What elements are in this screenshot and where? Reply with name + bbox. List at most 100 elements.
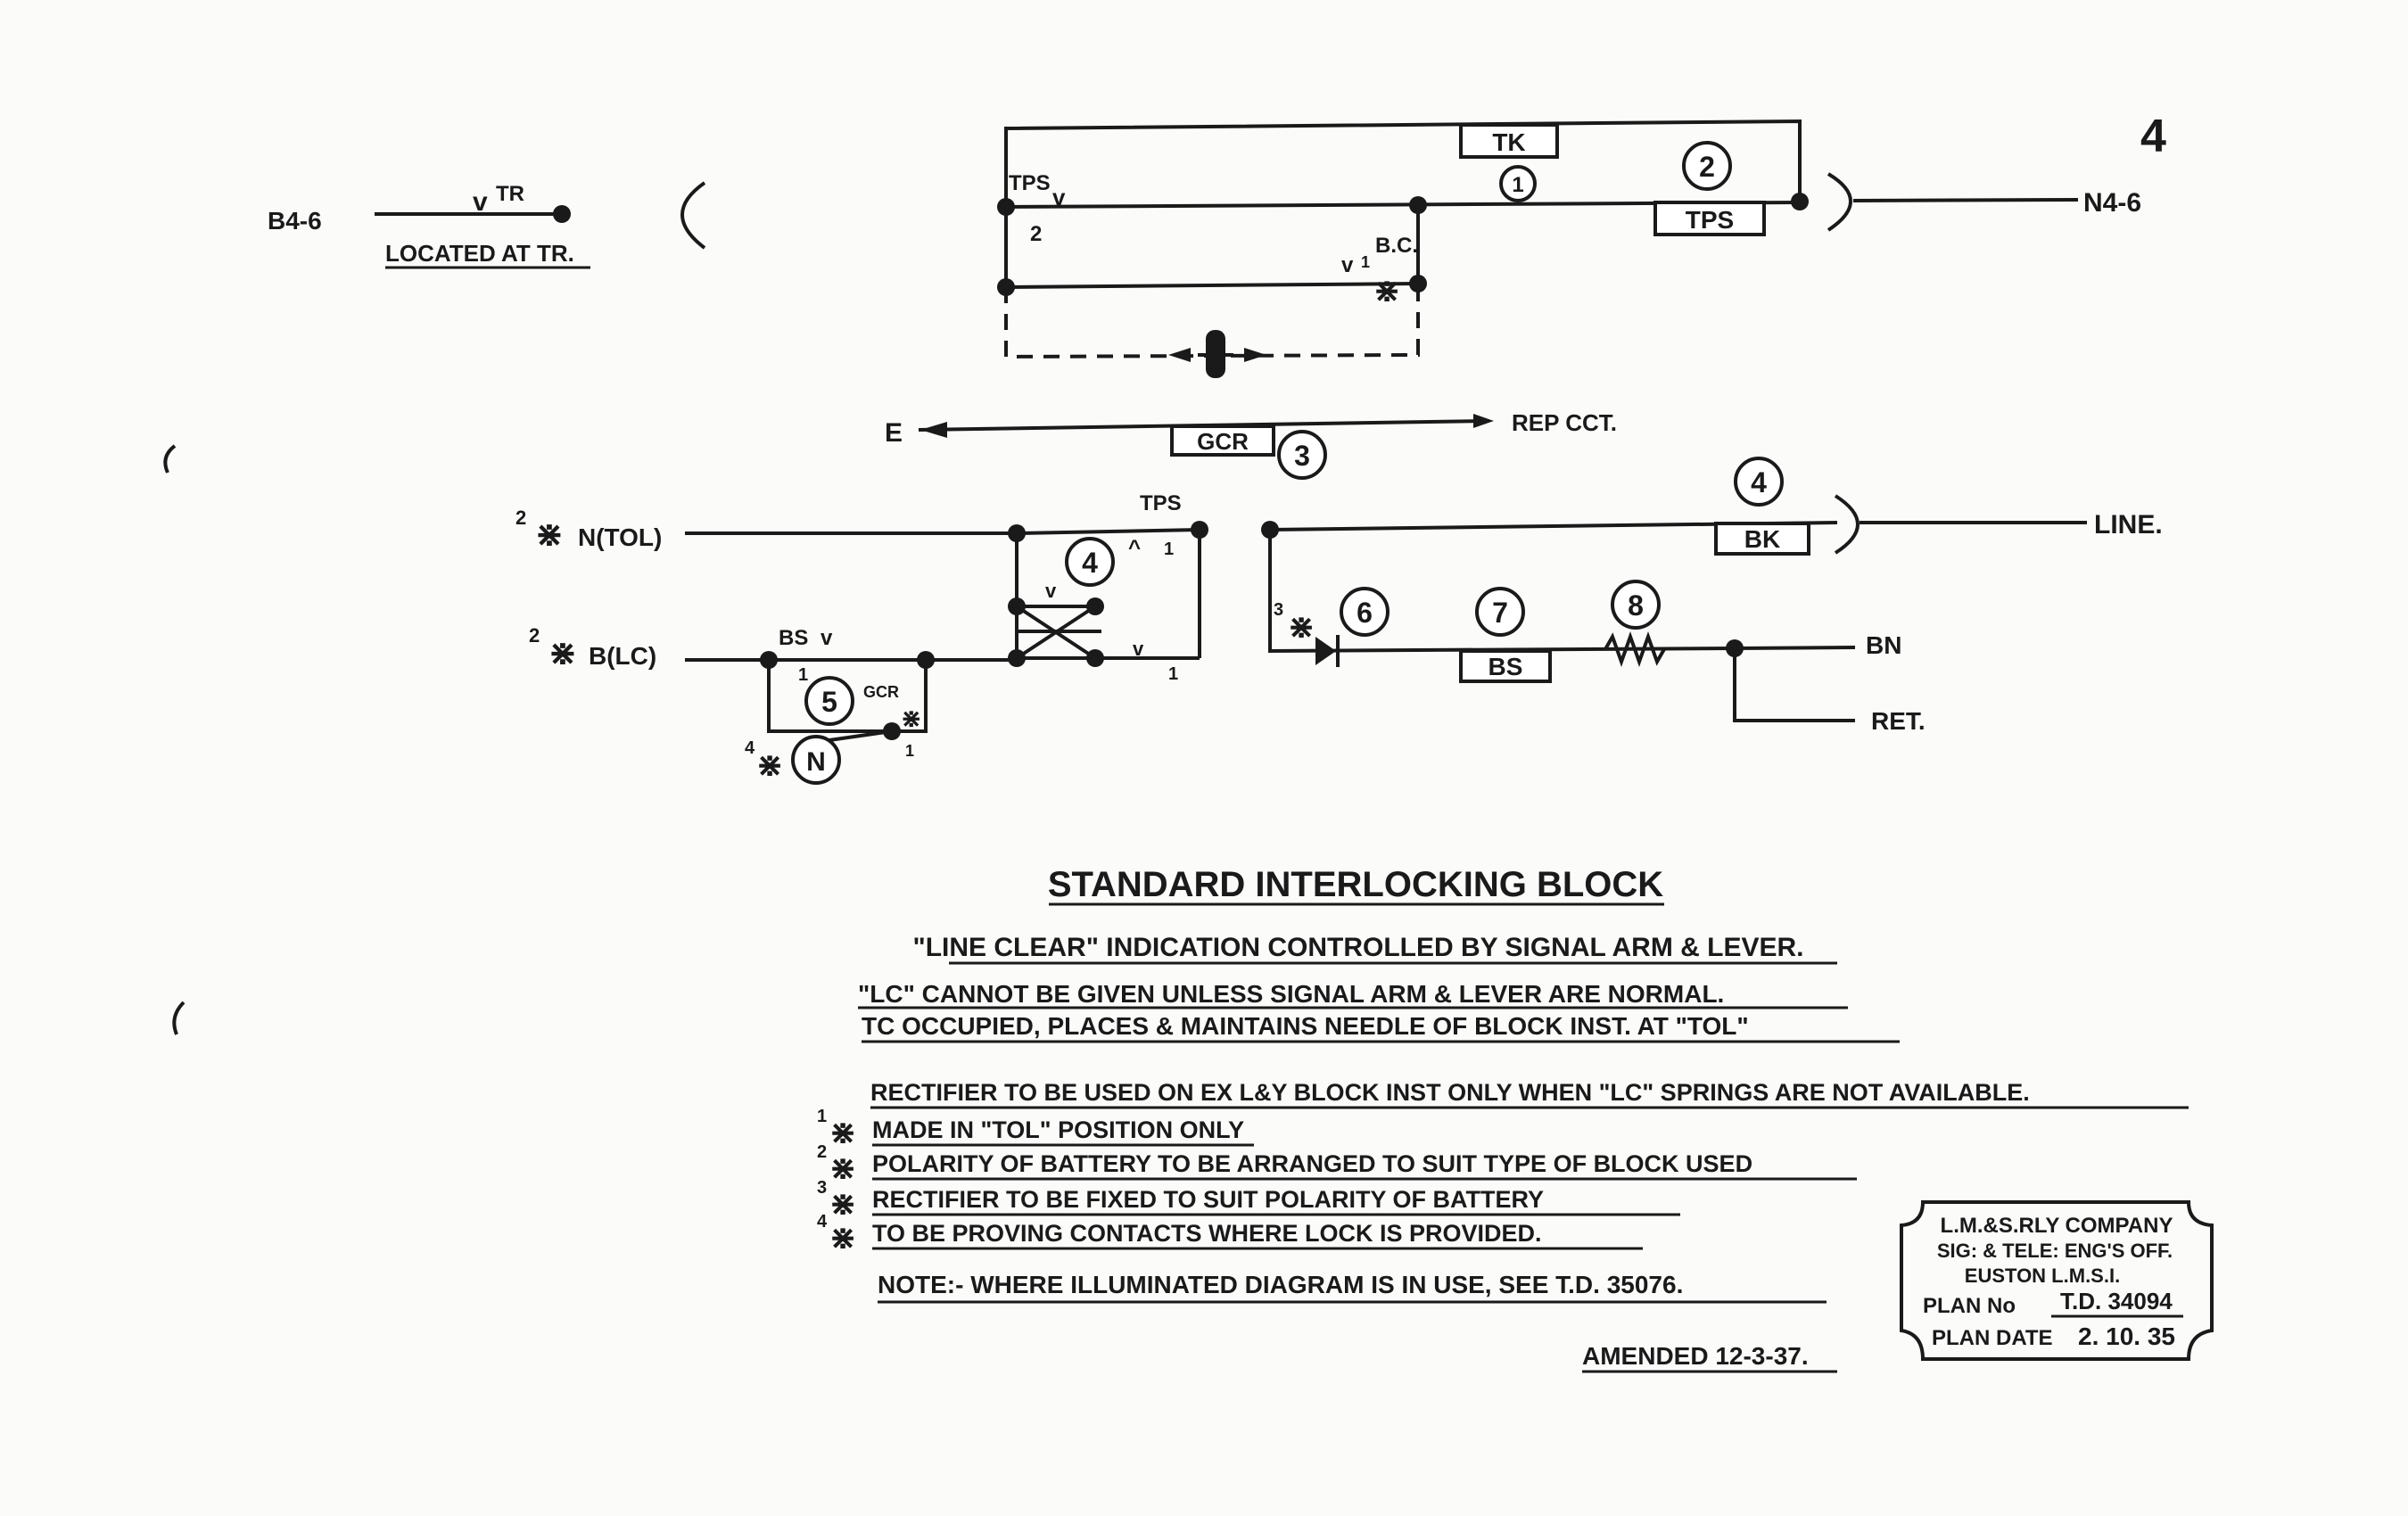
- right-terminal-label: N4-6: [2083, 188, 2141, 218]
- gcr-label: GCR: [1197, 428, 1249, 455]
- b-lc-star-icon: ⋇: [548, 635, 577, 672]
- n-tol-note: 2: [515, 507, 526, 529]
- tps-mid-note: 1: [1164, 540, 1174, 559]
- rect6-number-circle: [1340, 587, 1390, 637]
- svg-text:1: 1: [817, 1107, 827, 1126]
- bc-tick: v: [1341, 253, 1354, 277]
- bc-label: B.C.: [1375, 234, 1418, 258]
- tk-loop-wire: [1004, 119, 1802, 207]
- binding-mark-2: [172, 1001, 186, 1035]
- tps-top-tick: v: [1052, 184, 1066, 210]
- stamp-office: SIG: & TELE: ENG'S OFF.: [1937, 1240, 2173, 1262]
- resistor-number-circle: [1611, 580, 1661, 630]
- stamp-border: [1900, 1200, 2214, 1361]
- tps-low-tick: v: [1133, 638, 1144, 660]
- footnote-star-icon: ⋇: [829, 1219, 856, 1256]
- condition-line-2: TC OCCUPIED, PLACES & MAINTAINS NEEDLE O…: [862, 1012, 1749, 1040]
- bs-box: [1459, 649, 1552, 683]
- footnote-star-icon: ⋇: [829, 1149, 856, 1186]
- footnote-4: 4 ⋇ TO BE PROVING CONTACTS WHERE LOCK IS…: [817, 1212, 1643, 1256]
- right-feed-wire: [1852, 198, 2079, 202]
- contact4-tick: v: [1045, 580, 1057, 602]
- tps-number: 2: [1699, 151, 1715, 183]
- tps-top-label: TPS: [1009, 171, 1051, 195]
- tk-number-circle: [1499, 165, 1537, 202]
- bk-label: BK: [1744, 525, 1780, 553]
- tr-junction: [553, 205, 571, 223]
- resistor-icon: [1604, 631, 1666, 667]
- bc-junction-right: [1409, 275, 1427, 292]
- binding-mark-1: [163, 444, 177, 474]
- box5-number: 5: [821, 686, 837, 718]
- n-circle-label: N: [806, 747, 826, 777]
- b-lc-note: 2: [529, 624, 540, 647]
- rectifier-note: RECTIFIER TO BE USED ON EX L&Y BLOCK INS…: [870, 1079, 2030, 1106]
- tk-box: [1459, 123, 1559, 159]
- n-star-icon: ⋇: [756, 746, 783, 783]
- located-note: LOCATED AT TR.: [385, 240, 574, 267]
- bs-note: 1: [798, 665, 808, 685]
- bn-feed-wire: [1734, 646, 1856, 650]
- bk-box: [1714, 522, 1810, 556]
- footnote-3: 3 ⋇ RECTIFIER TO BE FIXED TO SUIT POLARI…: [817, 1178, 1680, 1222]
- line-bracket: [1834, 494, 1860, 555]
- bc-note: 1: [1361, 253, 1370, 271]
- gcr-circuit: E GCR 3 REP CCT.: [885, 409, 1617, 480]
- bs-v-label: BS: [779, 626, 808, 650]
- ret-label: RET.: [1871, 707, 1926, 735]
- rect6-note: 3: [1274, 600, 1283, 620]
- company-stamp: L.M.&S.RLY COMPANY SIG: & TELE: ENG'S OF…: [1900, 1200, 2214, 1361]
- tps-top-note: 2: [1030, 222, 1042, 246]
- bs-number-circle: [1475, 587, 1525, 637]
- svg-text:3: 3: [817, 1178, 827, 1198]
- gcr-small-note: 1: [905, 742, 914, 760]
- bk-number: 4: [1751, 466, 1767, 498]
- tps-low-note: 1: [1168, 664, 1178, 684]
- left-terminal-label: B4-6: [268, 207, 322, 235]
- bn-wire: [1268, 530, 1736, 654]
- footnote-star-icon: ⋇: [829, 1185, 856, 1222]
- tps-box: [1653, 201, 1766, 236]
- svg-text:2: 2: [817, 1142, 827, 1162]
- svg-text:MADE IN "TOL" POSITION ONLY: MADE IN "TOL" POSITION ONLY: [872, 1116, 1244, 1143]
- arrow-rep-icon: [1473, 414, 1494, 428]
- resistor-number: 8: [1628, 589, 1644, 622]
- box5-left-wire: [767, 660, 892, 733]
- footnote-star-icon: ⋇: [829, 1114, 856, 1150]
- arrow-left-icon: [1168, 348, 1191, 362]
- ret-wire: [1733, 648, 1855, 722]
- tk-label: TK: [1492, 128, 1525, 156]
- stamp-company: L.M.&S.RLY COMPANY: [1941, 1214, 2173, 1238]
- n-note: 4: [745, 738, 755, 758]
- box5-number-circle: [804, 676, 854, 726]
- tps-mid-label: TPS: [1140, 491, 1182, 515]
- rect6-star-icon: ⋇: [1288, 608, 1315, 645]
- n-circle: [791, 735, 841, 785]
- illuminated-note: NOTE:- WHERE ILLUMINATED DIAGRAM IS IN U…: [878, 1271, 1683, 1298]
- gcr-box: [1170, 424, 1275, 457]
- drawing-subtitle: "LINE CLEAR" INDICATION CONTROLLED BY SI…: [912, 933, 1803, 962]
- gcr-small-star-icon: ⋇: [901, 704, 921, 732]
- left-bracket: [680, 181, 706, 250]
- footnote-1: 1 ⋇ MADE IN "TOL" POSITION ONLY: [817, 1107, 1254, 1150]
- tps-box-label: TPS: [1686, 206, 1734, 234]
- svg-text:4: 4: [817, 1212, 828, 1232]
- tr-tick: v: [473, 187, 488, 217]
- rectifier-diode-icon: [1315, 637, 1336, 665]
- e-label: E: [885, 418, 903, 448]
- svg-text:TO BE PROVING CONTACTS WHERE L: TO BE PROVING CONTACTS WHERE LOCK IS PRO…: [872, 1220, 1542, 1247]
- amended-date: AMENDED 12-3-37.: [1582, 1342, 1809, 1370]
- n-tol-star-icon: ⋇: [535, 516, 564, 554]
- bs-v-tick: v: [821, 626, 833, 650]
- bs-number: 7: [1492, 597, 1508, 629]
- rep-cct-label: REP CCT.: [1512, 409, 1617, 436]
- svg-text:RECTIFIER TO BE FIXED TO SUIT: RECTIFIER TO BE FIXED TO SUIT POLARITY O…: [872, 1186, 1544, 1213]
- stamp-plan-date: 2. 10. 35: [2078, 1322, 2175, 1350]
- b-lc-label: B(LC): [589, 642, 656, 670]
- top-circuit: B4-6 v TR LOCATED AT TR. TPS v 2 TK 1 TP…: [268, 119, 2141, 378]
- contact4-number: 4: [1082, 547, 1098, 579]
- arrow-right-icon: [1244, 348, 1266, 362]
- bc-star-icon: ⋇: [1373, 272, 1400, 309]
